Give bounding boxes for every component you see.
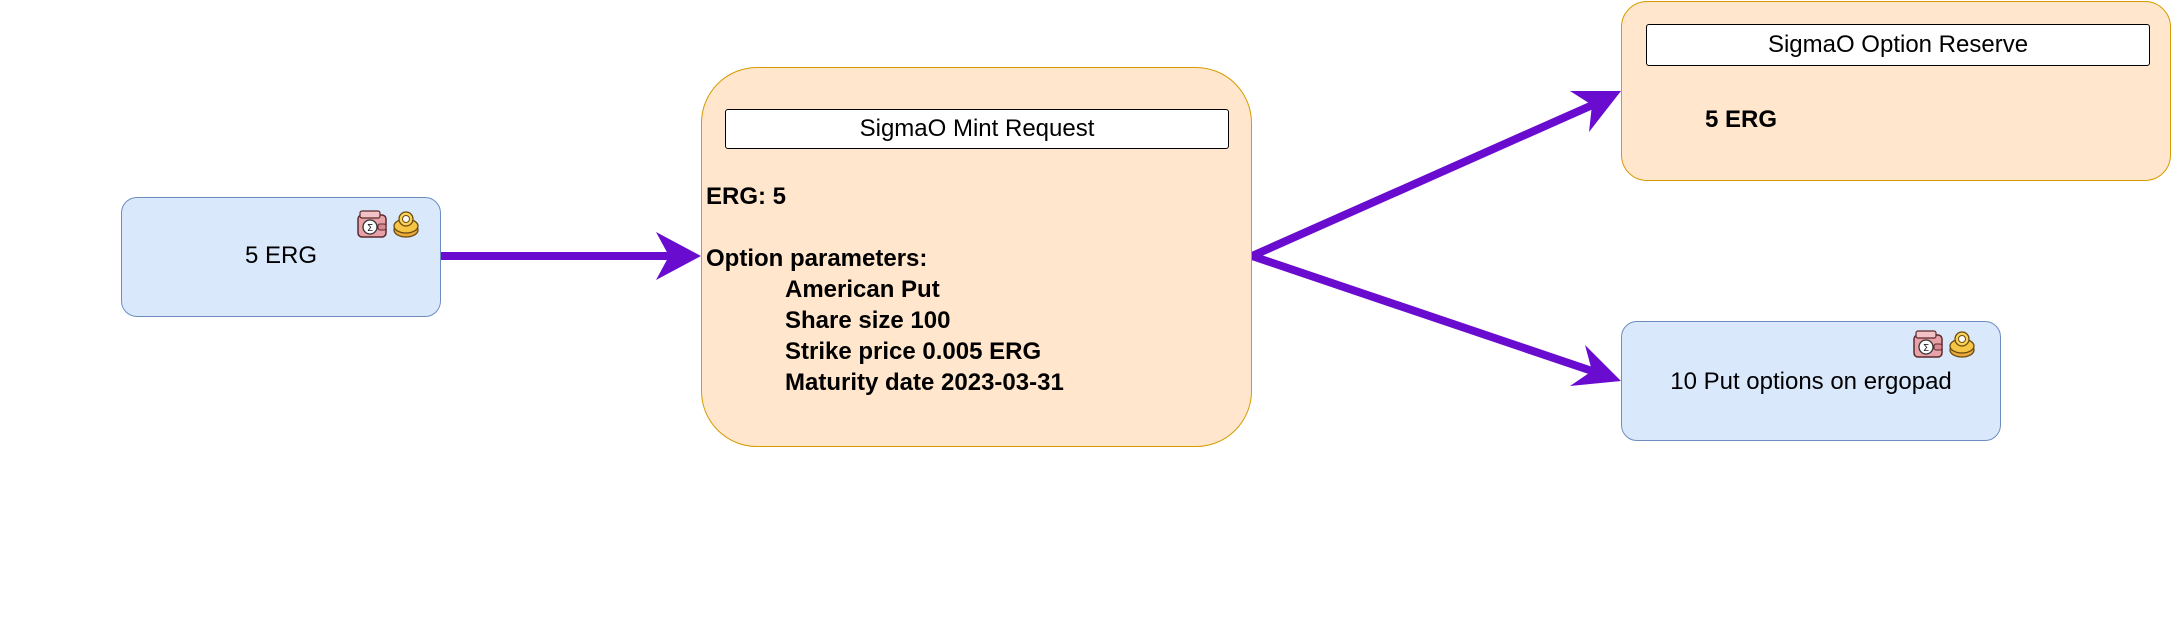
- option-reserve-title: SigmaO Option Reserve: [1646, 24, 2150, 66]
- option-param-style: American Put: [785, 276, 940, 303]
- svg-text:Σ: Σ: [1923, 343, 1929, 354]
- options-wallet-box: Σ 10 Put options on ergopad: [1621, 321, 2001, 441]
- option-reserve-box: SigmaO Option Reserve 5 ERG: [1621, 1, 2171, 181]
- source-wallet-box: Σ 5 ERG: [121, 197, 441, 317]
- options-wallet-label: 10 Put options on ergopad: [1670, 368, 1952, 395]
- source-wallet-label: 5 ERG: [244, 242, 318, 269]
- mint-request-box: SigmaO Mint Request ERG: 5 Option parame…: [701, 67, 1252, 447]
- arrow-mint-to-reserve: [1250, 91, 1621, 260]
- ergopad-coin-icon: [390, 208, 422, 240]
- svg-text:Σ: Σ: [367, 223, 373, 234]
- sigma-wallet-icon: Σ: [1912, 328, 1944, 360]
- sigma-wallet-icon: Σ: [356, 208, 388, 240]
- option-param-maturity-date: Maturity date 2023-03-31: [785, 369, 1064, 396]
- arrow-mint-to-options-wallet: [1250, 252, 1621, 386]
- mint-request-title: SigmaO Mint Request: [725, 109, 1229, 149]
- wallet-icons: Σ: [356, 208, 422, 240]
- option-parameters-heading: Option parameters:: [706, 245, 928, 272]
- option-param-strike-price: Strike price 0.005 ERG: [785, 338, 1042, 365]
- erg-amount-label: ERG: 5: [706, 183, 787, 210]
- wallet-icons: Σ: [1912, 328, 1978, 360]
- ergopad-coin-icon: [1946, 328, 1978, 360]
- arrow-wallet-to-mint: [441, 232, 701, 280]
- option-param-share-size: Share size 100: [785, 307, 951, 334]
- mint-request-body: ERG: 5 Option parameters: American Put S…: [706, 181, 1243, 398]
- reserve-amount-label: 5 ERG: [1705, 106, 1778, 133]
